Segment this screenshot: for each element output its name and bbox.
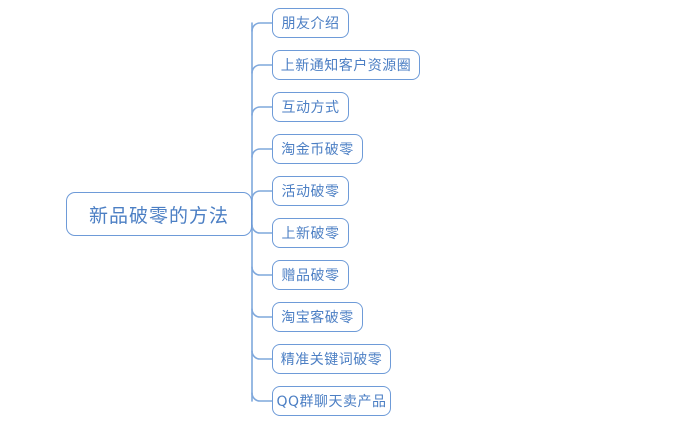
child-node-label: 淘金币破零	[281, 142, 354, 158]
child-node[interactable]: 上新通知客户资源圈	[272, 50, 420, 80]
connector-branch-8	[251, 350, 273, 360]
root-node[interactable]: 新品破零的方法	[66, 192, 252, 236]
connector-branch-4	[251, 190, 273, 200]
child-node-label: 上新通知客户资源圈	[280, 58, 412, 74]
connector-branch-3	[251, 148, 273, 158]
connector-branch-1	[251, 64, 273, 74]
root-node-label: 新品破零的方法	[88, 204, 229, 227]
child-node[interactable]: 淘宝客破零	[272, 302, 363, 332]
child-node[interactable]: 淘金币破零	[272, 134, 363, 164]
child-node[interactable]: 朋友介绍	[272, 8, 349, 38]
child-node[interactable]: 互动方式	[272, 92, 349, 122]
child-node-label: 上新破零	[281, 226, 340, 242]
child-node-label: 精准关键词破零	[280, 352, 383, 368]
child-node[interactable]: 上新破零	[272, 218, 349, 248]
connector-branch-0	[251, 22, 273, 32]
child-node-label: QQ群聊天卖产品	[276, 394, 387, 410]
connector-branch-6	[251, 266, 273, 276]
child-node-label: 淘宝客破零	[281, 310, 354, 326]
child-node[interactable]: 活动破零	[272, 176, 349, 206]
connector-branch-7	[251, 308, 273, 318]
child-node-label: 活动破零	[281, 184, 340, 200]
connector-branch-9	[251, 392, 273, 402]
child-node-label: 互动方式	[281, 100, 340, 116]
child-node[interactable]: 赠品破零	[272, 260, 349, 290]
child-node-label: 赠品破零	[281, 268, 340, 284]
connector-branch-2	[251, 106, 273, 116]
child-node[interactable]: QQ群聊天卖产品	[272, 386, 391, 416]
connector-branch-5	[251, 224, 273, 234]
child-node[interactable]: 精准关键词破零	[272, 344, 391, 374]
child-node-label: 朋友介绍	[281, 16, 340, 32]
